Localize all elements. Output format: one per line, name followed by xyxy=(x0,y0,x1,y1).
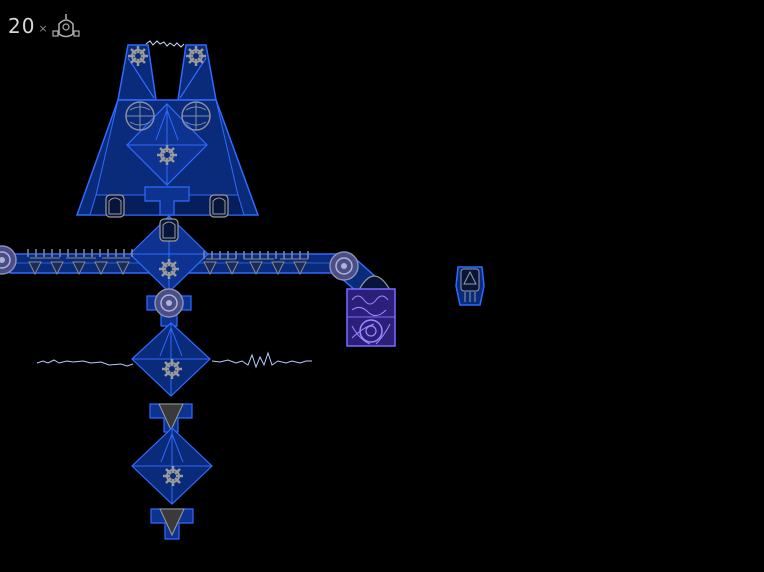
ship-spine[interactable] xyxy=(36,288,312,540)
gear-icon xyxy=(184,44,208,68)
cargo-crate[interactable] xyxy=(346,288,396,347)
gear-icon xyxy=(155,143,179,167)
unit-count: 20 xyxy=(8,14,36,38)
pod-icon xyxy=(159,218,179,242)
ship-head[interactable] xyxy=(75,40,260,218)
spike-row-right xyxy=(203,251,309,275)
multiplier-sign: × xyxy=(38,21,48,35)
sensor-orb-icon xyxy=(181,101,211,131)
drone-unit[interactable] xyxy=(455,266,485,306)
energy-arc xyxy=(145,40,185,48)
ship-arm[interactable] xyxy=(0,215,396,347)
energy-beam-right xyxy=(211,351,312,369)
turret-icon xyxy=(329,251,359,281)
gear-icon xyxy=(161,464,185,488)
gear-icon xyxy=(160,357,184,381)
pod-icon xyxy=(105,194,125,218)
spike-row-left xyxy=(27,249,133,275)
gear-icon xyxy=(126,44,150,68)
turret-icon xyxy=(154,288,184,318)
ship-core-icon[interactable] xyxy=(51,12,81,40)
sensor-orb-icon xyxy=(125,101,155,131)
gear-icon xyxy=(157,257,181,281)
pod-icon xyxy=(209,194,229,218)
hud: 20 × xyxy=(8,12,81,40)
energy-beam-left xyxy=(36,359,134,367)
